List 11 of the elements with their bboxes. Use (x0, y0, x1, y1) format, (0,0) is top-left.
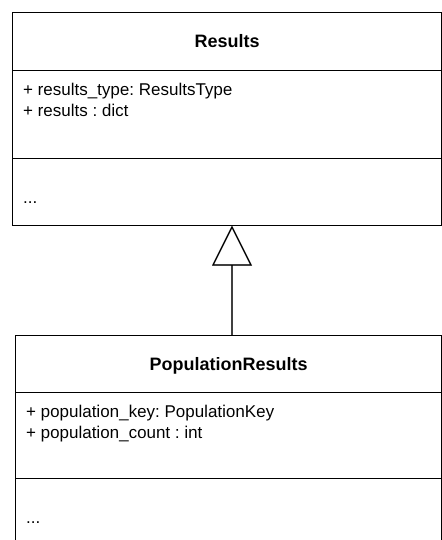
attribute-text: + results_type: ResultsType (23, 79, 234, 100)
class-box (15, 335, 442, 540)
class-name: Results (194, 30, 260, 53)
method-text: ... (26, 507, 42, 528)
attribute-text: + population_count : int (26, 422, 204, 443)
attribute-text: + population_key: PopulationKey (26, 401, 276, 422)
class-box (12, 12, 442, 226)
method-text: ... (23, 187, 38, 208)
class-name: PopulationResults (149, 352, 308, 376)
attribute-text: + results : dict (23, 100, 130, 121)
inheritance-arrow (212, 226, 252, 335)
